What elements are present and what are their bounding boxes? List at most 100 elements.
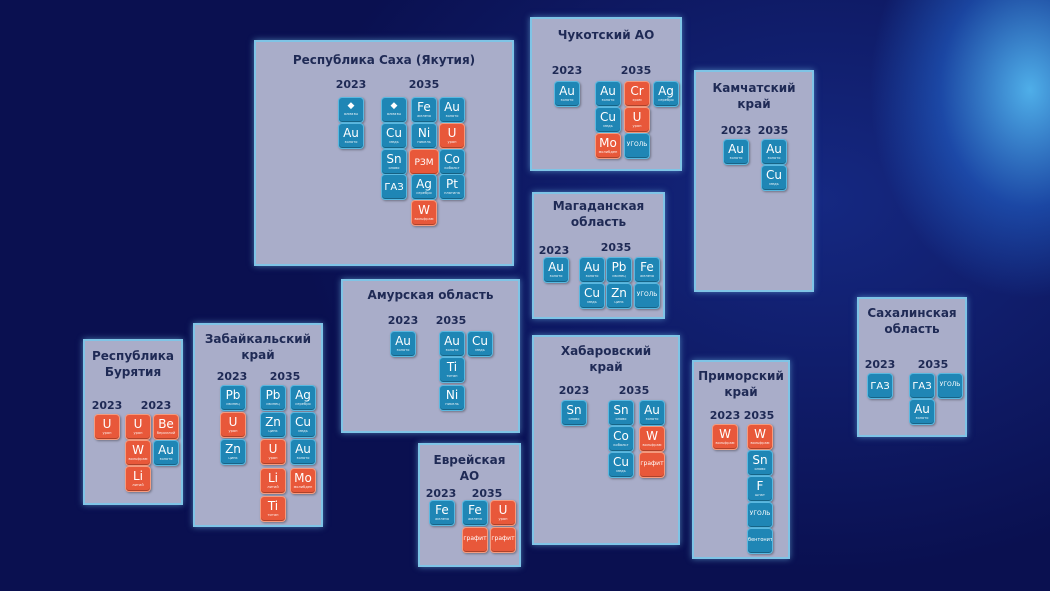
year-label-2023: 2023 [538,244,570,257]
region-title-line-2: Бурятия [104,365,162,379]
year-label-2023: 2023 [709,409,741,422]
region-title-line-2: область [570,215,627,229]
year-label-2035: 2035 [618,384,650,397]
region-title: Чукотский АО [557,28,655,42]
region-title-line-2: край [241,348,275,362]
year-label-2035: 2035 [757,124,789,137]
region-title-line-2: область [884,322,940,336]
region-panel-yakutia: Республика Саха (Якутия) 2023 2035 ◆алма… [254,40,514,266]
resource-tile-diamond: ◆алмазы [381,97,407,123]
year-label-2023: 2023 [864,358,896,371]
region-title-line-2: край [589,360,623,374]
resource-tile-bentonite: бентонит [747,528,773,554]
year-label-2023: 2023 [216,370,248,383]
resource-tile-graphite: графит [462,527,488,553]
region-title-line-1: Магаданская [552,199,645,213]
diamond-icon: ◆ [347,101,355,111]
region-panel-sakhalin: Сахалинская область 2023 2035 ГАЗ ГАЗ УГ… [857,297,967,437]
year-label-2035: 2035 [471,487,503,500]
year-label-2023: 2023 [425,487,457,500]
resource-tile-gas: ГАЗ [867,373,893,399]
year-label-2023-right: 2023 [140,399,172,412]
region-title: Республика Саха (Якутия) [292,53,476,67]
resource-tile-coal: УГОЛЬ [747,502,773,528]
year-label-2035: 2035 [743,409,775,422]
year-label-2035: 2035 [917,358,949,371]
resource-tile-gas: ГАЗ [381,174,407,200]
region-title-line-1: Еврейская [433,453,506,467]
resource-tile-graphite: графит [490,527,516,553]
year-label-2035: 2035 [408,78,440,91]
region-title: Амурская область [367,288,494,302]
resource-tile-gas: ГАЗ [909,373,935,399]
resource-tile-coal: УГОЛЬ [937,373,963,399]
year-label-2035: 2035 [269,370,301,383]
year-label-2023: 2023 [558,384,590,397]
region-title-line-1: Камчатский [712,81,796,95]
diamond-icon: ◆ [390,101,398,111]
region-title-line-2: край [724,385,758,399]
resource-tile-coal: УГОЛЬ [624,133,650,159]
year-label-2023: 2023 [387,314,419,327]
resource-tile-diamond: ◆алмазы [338,97,364,123]
year-label-2035: 2035 [620,64,652,77]
region-title-line-2: АО [459,469,480,483]
year-label-2023: 2023 [720,124,752,137]
year-label-2035: 2035 [435,314,467,327]
